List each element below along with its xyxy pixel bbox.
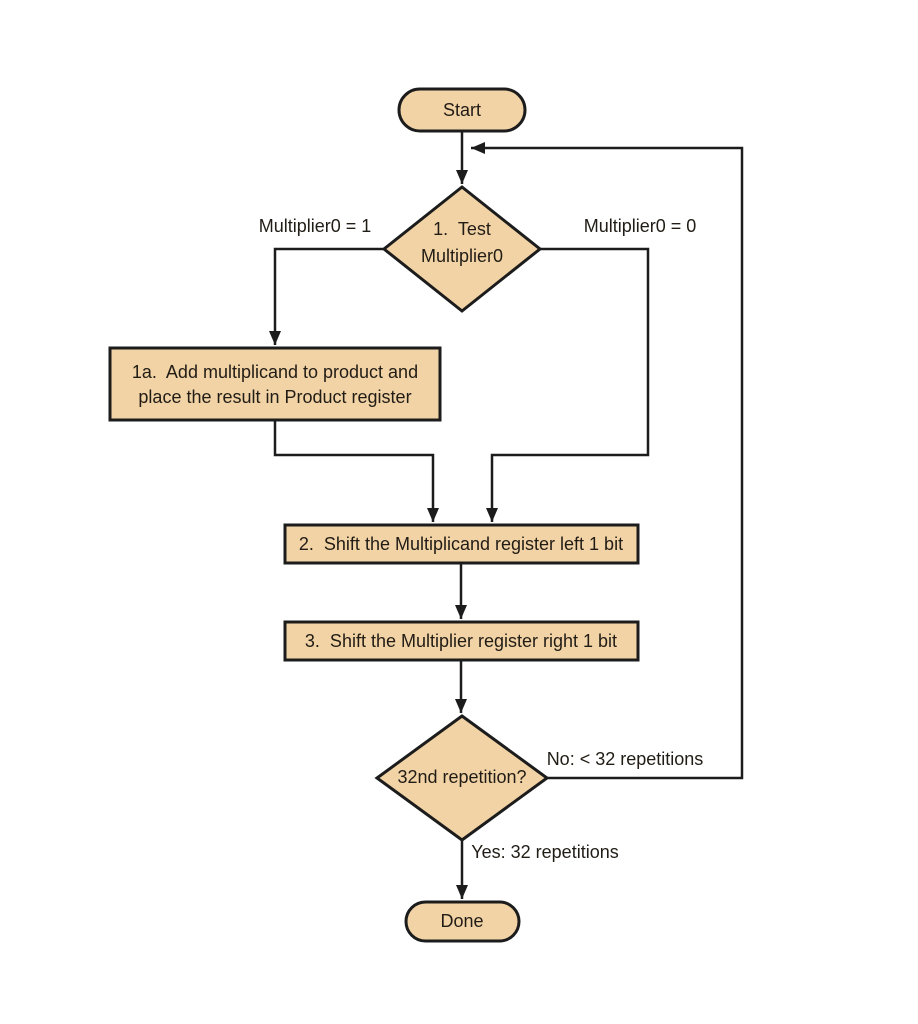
edge-label-yes-branch: Yes: 32 repetitions [471,842,618,862]
edge-test-zero-to-shift-left [486,247,650,522]
add-multiplicand-process [108,346,442,422]
shift-multiplicand-process [283,523,640,565]
add-multiplicand-label-line1: 1a. Add multiplicand to product and [132,362,418,382]
start-label: Start [443,100,481,120]
test-multiplier-decision [381,185,543,313]
edge-label-multiplier-one: Multiplier0 = 1 [259,216,372,236]
repetition-test-decision [374,714,550,842]
add-multiplicand-label-line2: place the result in Product register [138,387,411,407]
repetition-test-label: 32nd repetition? [397,767,526,787]
edge-add-to-shift-left [273,420,439,522]
edge-label-multiplier-zero: Multiplier0 = 0 [584,216,697,236]
edge-no-feedback-loop [471,142,744,780]
edge-label-no-branch: No: < 32 repetitions [547,749,704,769]
shift-multiplier-process [283,620,640,662]
edge-test-to-add [269,247,384,345]
shift-multiplier-label: 3. Shift the Multiplier register right 1… [305,631,617,651]
test-multiplier-label-line1: 1. Test [433,219,491,239]
shift-multiplicand-label: 2. Shift the Multiplicand register left … [299,534,623,554]
done-label: Done [440,911,483,931]
done-terminator [404,900,521,943]
start-terminator [397,87,527,133]
test-multiplier-label-line2: Multiplier0 [421,246,503,266]
